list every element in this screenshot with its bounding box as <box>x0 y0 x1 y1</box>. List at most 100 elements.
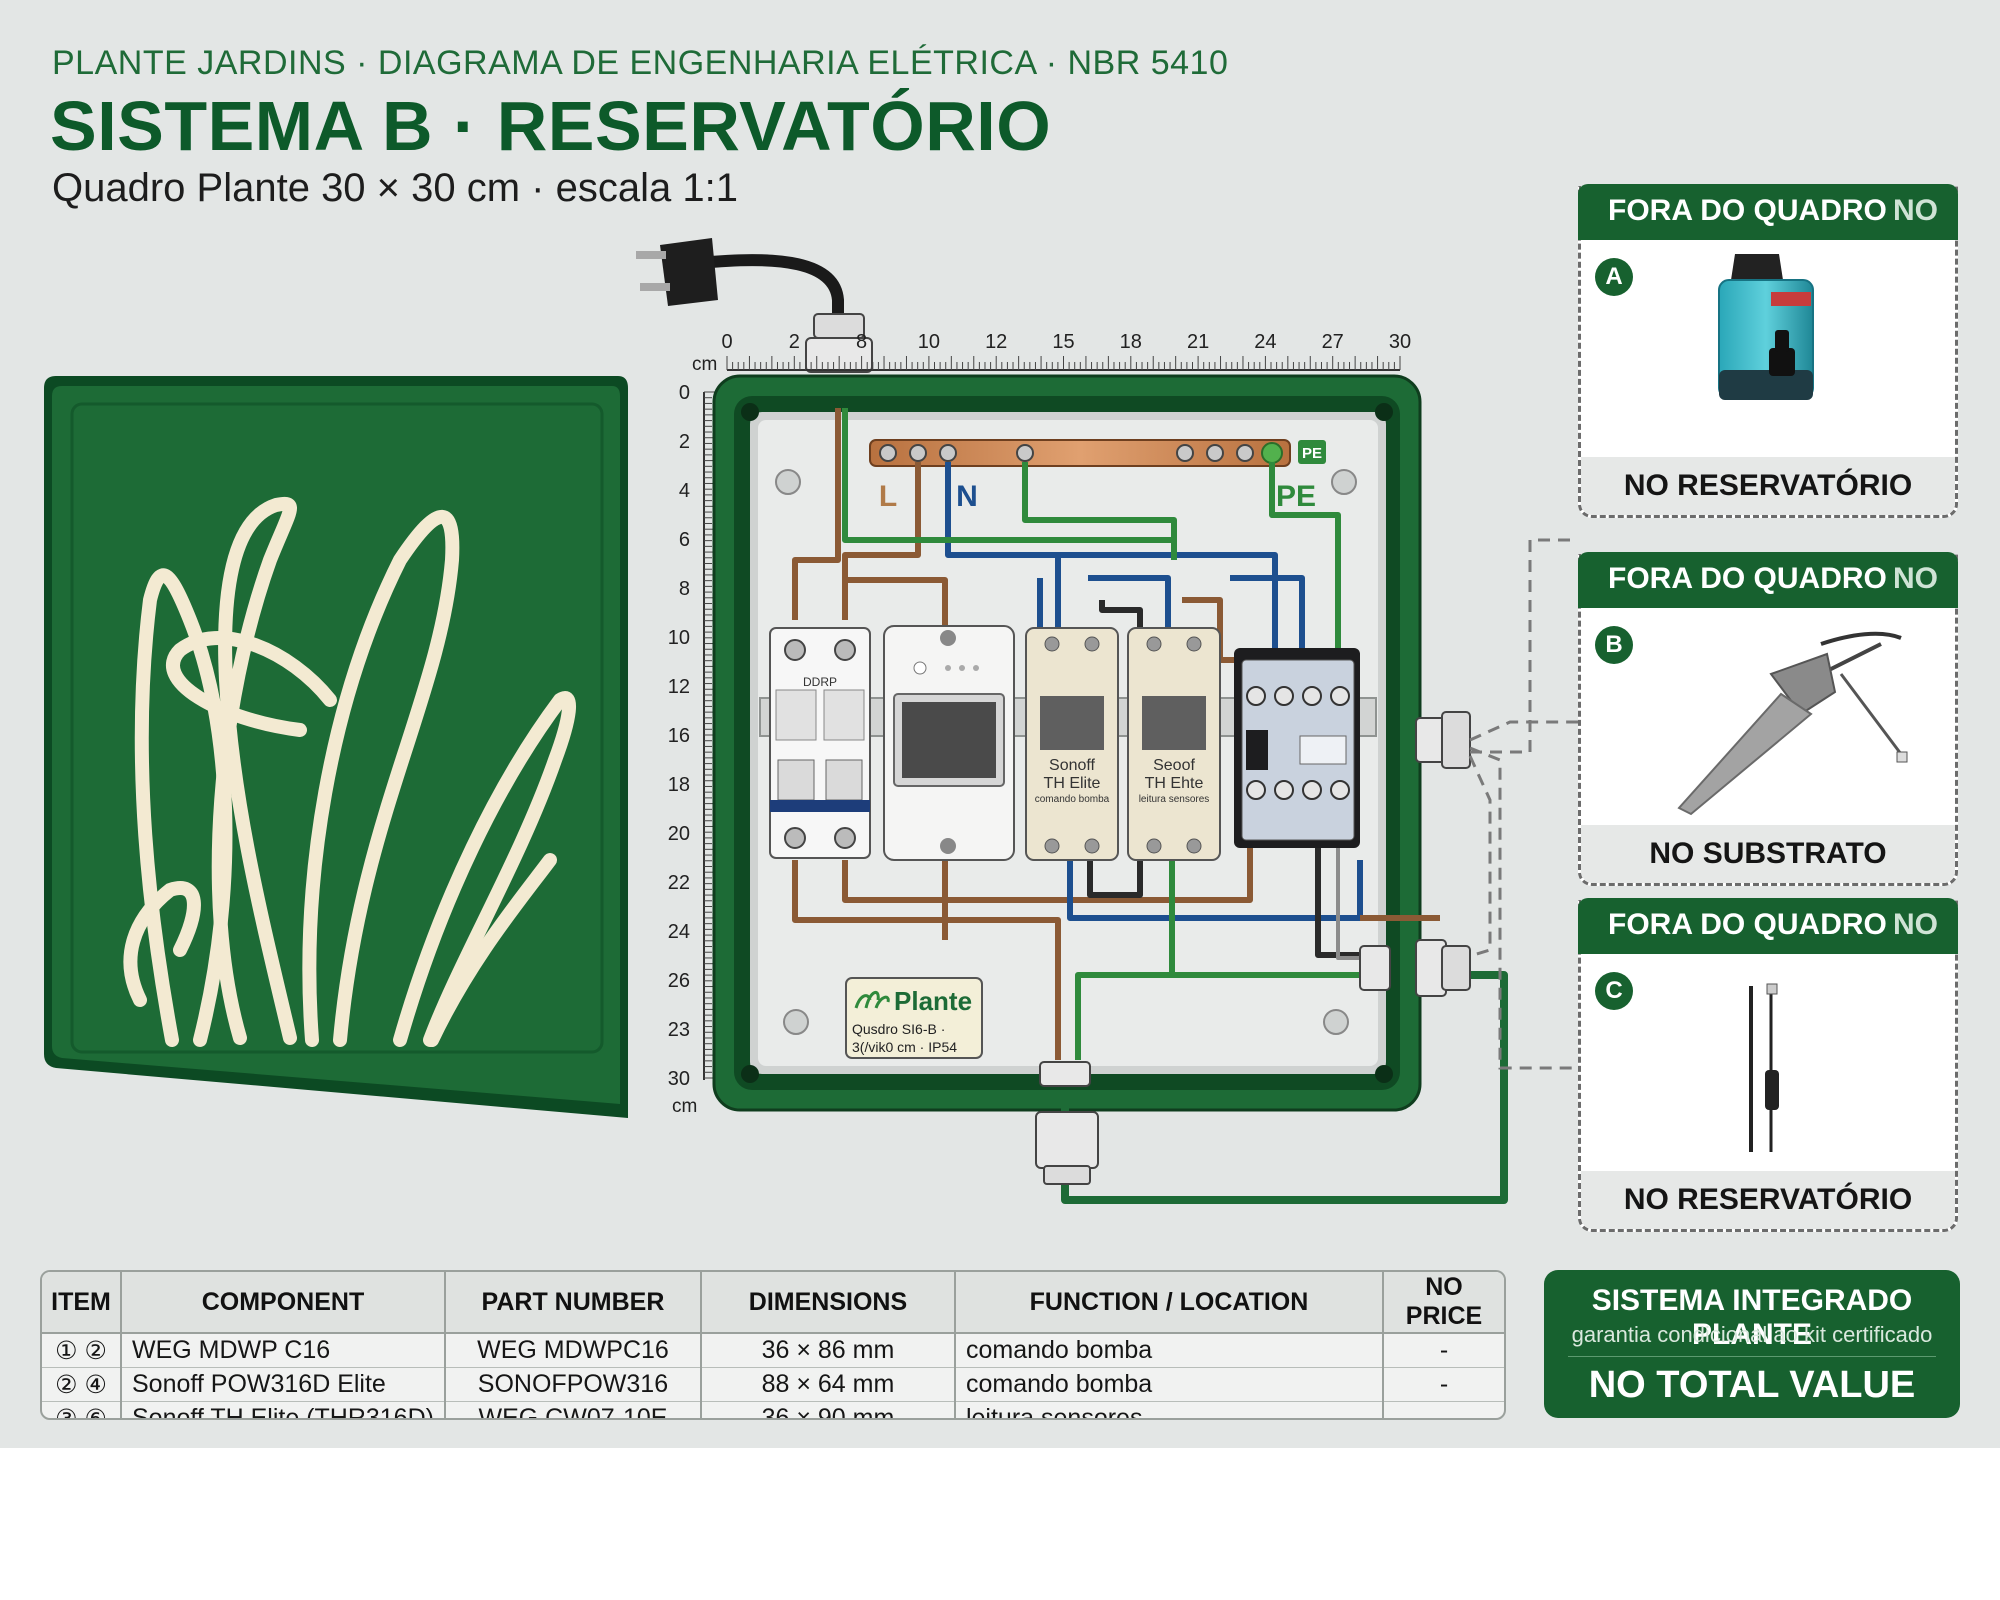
th2-name: Seoof <box>1153 757 1195 774</box>
breaker-label: DDRP <box>803 675 837 689</box>
ruler-left-tick-label: 26 <box>668 970 690 992</box>
ruler-top-unit: cm <box>692 354 717 375</box>
bom-header-component: COMPONENT <box>121 1272 446 1334</box>
temperature-sensor-icon <box>1749 983 1779 1152</box>
ruler-left-tick-label: 18 <box>668 774 690 796</box>
ruler-top-tick-label: 8 <box>856 331 867 353</box>
bom-table: ITEM COMPONENT PART NUMBER DIMENSIONS FU… <box>42 1272 1504 1418</box>
ruler-top-tick-label: 21 <box>1187 331 1209 353</box>
busbar: PE L N PE <box>869 439 1326 513</box>
external-card-a-location: NO RESERVATÓRIO <box>1581 457 1955 515</box>
ruler-top-tick-label: 15 <box>1052 331 1074 353</box>
bom-header-price: NO PRICE <box>1382 1272 1504 1334</box>
bom-cell-component: WEG MDWP C16 <box>121 1333 446 1368</box>
external-card-b-title: FORA DO QUADRO <box>1608 562 1887 595</box>
nameplate: Plante Qusdro SI6-B · 3(/vik0 cm · IP54 <box>845 977 983 1059</box>
bom-header-dimensions: DIMENSIONS <box>700 1272 956 1334</box>
external-card-c-tag: NO <box>1893 908 1938 941</box>
external-card-b-letter: B <box>1595 626 1633 664</box>
bom-cell-item: ② ④ <box>42 1367 122 1402</box>
external-card-b: FORA DO QUADRO NO B NO SUBSTRATO <box>1578 552 1958 886</box>
plante-leaf-icon <box>854 991 890 1009</box>
power-meter-module <box>883 625 1015 861</box>
bus-label-n: N <box>956 480 978 513</box>
external-card-c: FORA DO QUADRO NO C NO RESERVATÓRIO <box>1578 898 1958 1232</box>
sonoff-th-elite-comando: Sonoff TH Elite comando bomba <box>1025 627 1119 861</box>
bom-cell-component: Sonoff POW316D Elite <box>121 1367 446 1402</box>
bom-cell-price: - <box>1382 1401 1504 1418</box>
ruler-left-tick-label: 12 <box>668 676 690 698</box>
th1-model: TH Elite <box>1044 775 1101 792</box>
nameplate-brand: Plante <box>894 986 972 1016</box>
sonoff-th-elite-leitura: Seoof TH Ehte leitura sensores <box>1127 627 1221 861</box>
external-card-a-letter: A <box>1595 258 1633 296</box>
bom-cell-dimensions: 36 × 90 mm <box>700 1401 956 1418</box>
ruler-left-tick-label: 20 <box>668 823 690 845</box>
plant-leaves-icon <box>123 496 577 1047</box>
bom-cell-dimensions: 36 × 86 mm <box>700 1333 956 1368</box>
ruler-left-tick-label: 16 <box>668 725 690 747</box>
ruler-top-tick-label: 18 <box>1120 331 1142 353</box>
ruler-top-tick-label: 27 <box>1322 331 1344 353</box>
external-card-c-letter: C <box>1595 972 1633 1010</box>
bom-header-row: ITEM COMPONENT PART NUMBER DIMENSIONS FU… <box>42 1272 1504 1334</box>
summary-subtitle: garantia condicional ao kit certificado <box>1571 1322 1933 1347</box>
ruler-left-tick-label: 8 <box>679 578 690 600</box>
ruler-top-tick-label: 2 <box>789 331 800 353</box>
external-card-c-head: FORA DO QUADRO NO <box>1578 898 1958 954</box>
ruler-left-tick-label: 0 <box>679 382 690 404</box>
ruler-left-unit: cm <box>672 1096 697 1117</box>
bill-of-materials: ITEM COMPONENT PART NUMBER DIMENSIONS FU… <box>40 1270 1506 1420</box>
nameplate-line1: Qusdro SI6-B · <box>852 1021 945 1037</box>
scale-caption: Quadro Plante 30 × 30 cm · escala 1:1 <box>52 166 738 210</box>
power-plug-icon <box>636 238 844 325</box>
bom-cell-price: - <box>1382 1367 1504 1402</box>
contactor <box>1234 648 1360 848</box>
nameplate-line2: 3(/vik0 cm · IP54 <box>852 1039 957 1055</box>
bom-cell-price: - <box>1382 1333 1504 1368</box>
ruler-left-tick-label: 30 <box>668 1068 690 1090</box>
summary-title: SISTEMA INTEGRADO PLANTE <box>1591 1284 1913 1351</box>
external-card-a-head: FORA DO QUADRO NO <box>1578 184 1958 240</box>
leader-lines <box>1468 538 1578 1070</box>
bom-cell-dimensions: 88 × 64 mm <box>700 1367 956 1402</box>
submersible-pump-icon <box>1718 254 1814 400</box>
plante-logo-panel <box>44 376 628 1118</box>
summary-divider <box>1568 1356 1936 1357</box>
soil-moisture-probe-icon <box>1677 631 1908 816</box>
bom-cell-item: ③ ⑥ <box>42 1401 122 1418</box>
bom-cell-item: ① ② <box>42 1333 122 1368</box>
ruler-left-tick-label: 23 <box>668 1019 690 1041</box>
bom-header-part-number: PART NUMBER <box>444 1272 702 1334</box>
summary-box: SISTEMA INTEGRADO PLANTE garantia condic… <box>1544 1270 1960 1418</box>
bus-label-pe: PE <box>1276 480 1316 513</box>
bom-cell-function: leitura sensores <box>954 1401 1384 1418</box>
th1-name: Sonoff <box>1049 757 1096 774</box>
bom-cell-component: Sonoff TH Elite (THR316D) <box>121 1401 446 1418</box>
external-card-b-tag: NO <box>1893 562 1938 595</box>
bom-cell-function: comando bomba <box>954 1333 1384 1368</box>
bus-label-l: L <box>879 480 897 513</box>
ruler-top-tick-label: 12 <box>985 331 1007 353</box>
th2-model: TH Ehte <box>1145 775 1204 792</box>
external-card-c-location: NO RESERVATÓRIO <box>1581 1171 1955 1229</box>
bom-cell-part-number: WEG MDWPC16 <box>444 1333 702 1368</box>
summary-total-value: NO TOTAL VALUE <box>1588 1364 1916 1406</box>
table-row: ① ② WEG MDWP C16 WEG MDWPC16 36 × 86 mm … <box>42 1333 1504 1368</box>
pe-tag: PE <box>1302 445 1322 462</box>
ruler-left-tick-label: 22 <box>668 872 690 894</box>
external-card-a-title: FORA DO QUADRO <box>1608 194 1887 227</box>
external-card-a: FORA DO QUADRO NO A NO RESERVATÓRIO <box>1578 184 1958 518</box>
ruler-left-tick-label: 24 <box>668 921 690 943</box>
bom-cell-part-number: SONOFPOW316 <box>444 1367 702 1402</box>
ruler-left-tick-label: 2 <box>679 431 690 453</box>
ruler-left-tick-label: 6 <box>679 529 690 551</box>
ruler-top-tick-label: 30 <box>1389 331 1411 353</box>
cable-gland-side <box>1035 711 1471 1185</box>
bom-header-function: FUNCTION / LOCATION <box>954 1272 1384 1334</box>
external-card-c-title: FORA DO QUADRO <box>1608 908 1887 941</box>
th2-role: leitura sensores <box>1139 794 1210 805</box>
